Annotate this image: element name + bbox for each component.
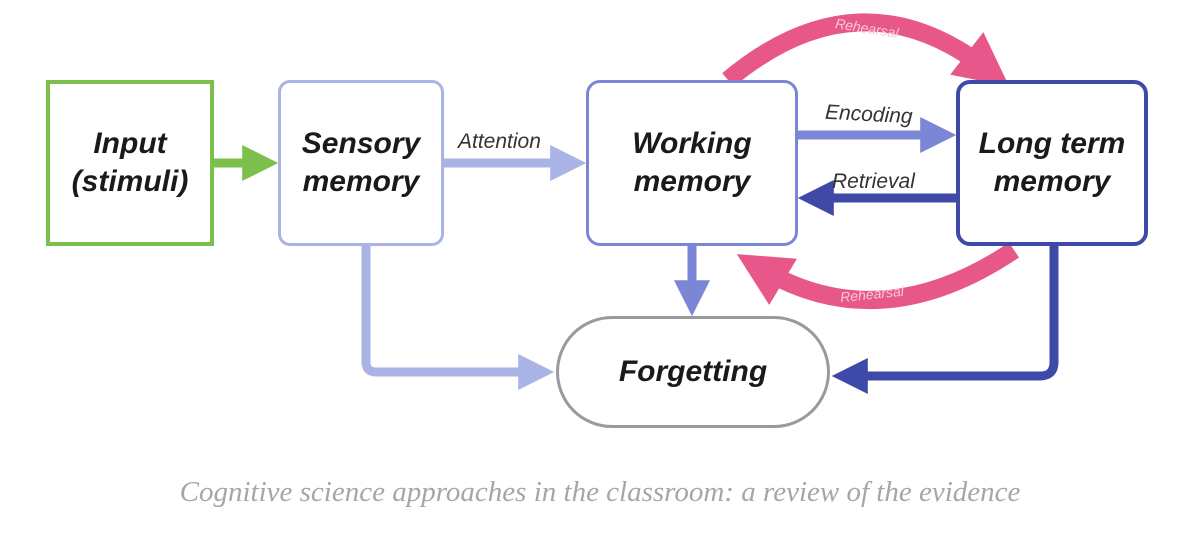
node-sensory-memory: Sensory memory [278, 80, 444, 246]
arrow-ltm-to-forgetting [831, 246, 1059, 394]
node-working-line1: Working [632, 127, 752, 160]
node-input-line1: Input [93, 127, 167, 160]
node-long-term-memory: Long term memory [956, 80, 1148, 246]
edge-label-encoding: Encoding [824, 100, 914, 129]
edge-label-retrieval: Retrieval [832, 170, 915, 193]
node-sensory-line2: memory [302, 165, 420, 198]
node-input-line2: (stimuli) [71, 165, 189, 198]
figure-caption: Cognitive science approaches in the clas… [179, 476, 1021, 508]
node-sensory-line1: Sensory [301, 127, 421, 160]
node-working-line2: memory [633, 165, 751, 198]
node-forgetting-label: Forgetting [618, 355, 768, 388]
arrow-sensory-to-forgetting [361, 246, 555, 390]
arrow-rehearsal-bottom [736, 242, 1020, 309]
arrow-rehearsal-top [722, 13, 1010, 87]
node-ltm-line1: Long term [978, 127, 1126, 160]
node-forgetting: Forgetting [556, 316, 830, 428]
node-working-memory: Working memory [586, 80, 798, 246]
node-ltm-line2: memory [993, 165, 1111, 198]
arrows-layer [214, 13, 1059, 394]
edge-label-attention: Attention [458, 130, 541, 153]
node-input: Input (stimuli) [46, 80, 214, 246]
memory-model-diagram: Input (stimuli) Sensory memory Working m… [46, 13, 1148, 428]
